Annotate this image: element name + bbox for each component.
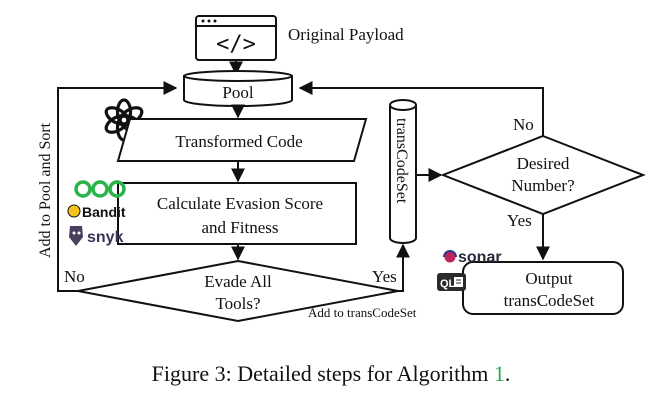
caption-prefix: Figure 3: Detailed steps for Algorithm (152, 361, 494, 386)
output-line2: transCodeSet (504, 291, 595, 310)
codeql-logo-icon: QL (437, 273, 466, 291)
desired-number-decision: Desired Number? (440, 134, 646, 216)
no-left-label: No (64, 267, 85, 286)
transcodeset-label: transCodeSet (393, 118, 410, 204)
evade-line2: Tools? (215, 294, 260, 313)
pool-node: Pool (183, 70, 293, 107)
no-desired-label: No (513, 115, 534, 134)
no-loop-to-pool-arrow (57, 81, 178, 292)
desired-line2: Number? (511, 176, 574, 195)
evasion-score-node: Calculate Evasion Score and Fitness (117, 182, 357, 245)
transcodeset-node: transCodeSet (389, 99, 417, 244)
bandit-logo-text: Bandit (82, 204, 126, 220)
codeql-logo-text: QL (440, 278, 456, 290)
transformed-code-label: Transformed Code (175, 132, 302, 151)
bandit-logo-icon: Bandit (67, 180, 126, 220)
output-node: Output transCodeSet (462, 261, 624, 315)
code-window-icon: </> (195, 15, 277, 61)
add-to-pool-sort-label: Add to Pool and Sort (37, 122, 54, 258)
evasion-score-line2: and Fitness (202, 218, 279, 237)
transformed-code-node: Transformed Code (116, 118, 368, 162)
evade-line1: Evade All (204, 272, 272, 291)
output-line1: Output (525, 269, 573, 288)
svg-text:</>: </> (216, 32, 256, 57)
caption-suffix: . (505, 361, 511, 386)
yes-evade-label: Yes (372, 267, 397, 286)
evasion-score-line1: Calculate Evasion Score (157, 194, 323, 213)
yes-desired-label: Yes (507, 211, 532, 230)
sonar-logo-icon: sonar (443, 249, 502, 266)
desired-line1: Desired (517, 154, 570, 173)
sonar-logo-text: sonar (458, 249, 502, 266)
yes-to-transcodeset-arrow (396, 243, 410, 292)
add-to-transcodeset-label: Add to transCodeSet (308, 305, 417, 320)
caption-algorithm-ref[interactable]: 1 (494, 361, 505, 386)
no-desired-loop-arrow (298, 81, 544, 136)
pool-label: Pool (222, 83, 253, 102)
snyk-logo-text: snyk (87, 229, 124, 246)
evade-all-tools-decision: Evade All Tools? (77, 259, 399, 323)
figure-caption: Figure 3: Detailed steps for Algorithm 1… (152, 361, 511, 386)
original-payload-label: Original Payload (288, 25, 404, 44)
snyk-logo-icon: snyk (69, 226, 124, 246)
